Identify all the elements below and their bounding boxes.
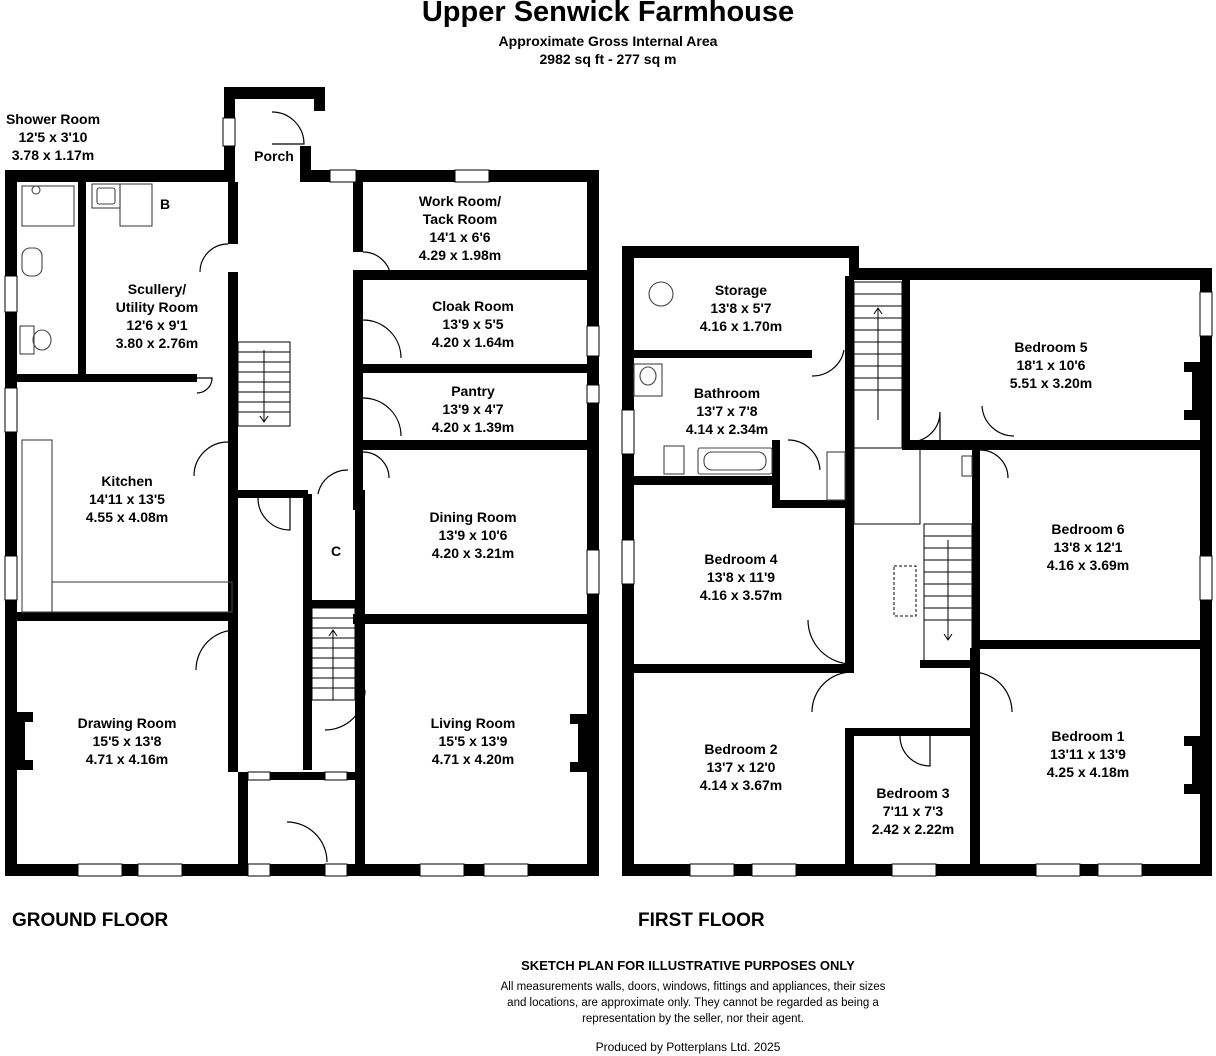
kitchen-bottom-wall bbox=[17, 612, 238, 621]
shower-scullery-divider bbox=[78, 182, 86, 378]
room-label-bedroom-3: Bedroom 3 7'11 x 7'3 2.42 x 2.22m bbox=[871, 785, 955, 837]
room-label-storage: Storage 13'8 x 5'7 4.16 x 1.70m bbox=[699, 282, 783, 334]
fireplaces bbox=[17, 362, 1200, 794]
kitchen-worktop-icon bbox=[21, 439, 53, 613]
shower-tray-icon bbox=[21, 185, 75, 227]
room-label-work-room: Work Room/ Tack Room 14'1 x 6'6 4.29 x 1… bbox=[418, 193, 502, 263]
vestibule-top-wall bbox=[238, 772, 358, 780]
bedroom3-top-wall bbox=[845, 728, 980, 736]
storage-bottom-wall bbox=[634, 350, 812, 358]
bathroom-toilet-icon bbox=[663, 445, 685, 475]
room-label-bedroom-6: Bedroom 6 13'8 x 12'1 4.16 x 3.69m bbox=[1046, 521, 1130, 573]
room-label-drawing-room: Drawing Room 15'5 x 13'8 4.71 x 4.16m bbox=[77, 715, 177, 767]
bedroom4-bottom-wall bbox=[634, 664, 854, 673]
room-label-porch: Porch bbox=[254, 148, 294, 164]
gf-outer-wall-top-left bbox=[5, 170, 235, 182]
room-label-bathroom: Bathroom 13'7 x 7'8 4.14 x 2.34m bbox=[685, 385, 769, 437]
room-label-shower-room: Shower Room 12'5 x 3'10 3.78 x 1.17m bbox=[5, 111, 101, 163]
room-label-bedroom-1: Bedroom 1 13'11 x 13'9 4.25 x 4.18m bbox=[1046, 728, 1130, 780]
toilet-icon bbox=[32, 329, 52, 351]
ground-floor-label: GROUND FLOOR bbox=[12, 910, 169, 931]
room-label-kitchen: Kitchen 14'11 x 13'5 4.55 x 4.08m bbox=[85, 473, 169, 525]
sketch-plan-notice: SKETCH PLAN FOR ILLUSTRATIVE PURPOSES ON… bbox=[521, 958, 855, 973]
bedroom1-left-wall bbox=[970, 648, 980, 876]
room-label-living-room: Living Room 15'5 x 13'9 4.71 x 4.20m bbox=[430, 715, 516, 767]
gf-outer-wall-right bbox=[587, 170, 599, 876]
storage-right-wall bbox=[845, 276, 854, 466]
plan-subtitle-area-value: 2982 sq ft - 277 sq m bbox=[539, 51, 677, 67]
room-label-dining-room: Dining Room 13'9 x 10'6 4.20 x 3.21m bbox=[429, 509, 517, 561]
porch-wall-top bbox=[224, 87, 325, 99]
shower-room-bottom-wall bbox=[17, 374, 197, 382]
fixtures bbox=[19, 183, 973, 613]
ff-outer-wall-top-left bbox=[622, 246, 859, 258]
ff-outer-wall-top-right bbox=[849, 268, 1212, 280]
boiler-marker: B bbox=[159, 196, 171, 212]
gf-outer-wall-left bbox=[5, 170, 17, 876]
windows bbox=[4, 117, 1213, 877]
hall-wall-left-upper bbox=[228, 182, 238, 244]
storage-tank-icon bbox=[648, 281, 674, 307]
toilet-cistern-icon bbox=[19, 325, 35, 355]
basin-icon bbox=[21, 247, 43, 277]
measurement-disclaimer: All measurements walls, doors, windows, … bbox=[500, 981, 886, 1025]
cloakroom-bottom-wall bbox=[353, 364, 587, 373]
bath-icon bbox=[697, 447, 773, 475]
room-label-bedroom-2: Bedroom 2 13'7 x 12'0 4.14 x 3.67m bbox=[699, 741, 783, 793]
bedroom6-bottom-wall bbox=[972, 640, 1200, 649]
door-swings bbox=[193, 111, 1015, 863]
cupboard-wall-left bbox=[303, 494, 312, 770]
living-wall-left bbox=[355, 490, 365, 876]
workroom-bottom-wall bbox=[353, 270, 587, 280]
landing-wall-left bbox=[845, 445, 854, 665]
first-floor-label: FIRST FLOOR bbox=[638, 910, 765, 931]
room-label-bedroom-5: Bedroom 5 18'1 x 10'6 5.51 x 3.20m bbox=[1009, 339, 1093, 391]
plan-subtitle-area-label: Approximate Gross Internal Area bbox=[498, 33, 718, 49]
bathroom-bottom-wall bbox=[634, 476, 774, 485]
pantry-bottom-wall bbox=[353, 440, 587, 450]
dining-bottom-wall bbox=[353, 614, 587, 624]
plan-title: Upper Senwick Farmhouse bbox=[421, 0, 795, 28]
bedroom5-left-wall bbox=[902, 280, 910, 442]
room-label-scullery: Scullery/ Utility Room 12'6 x 9'1 3.80 x… bbox=[115, 281, 199, 351]
bathroom-basin-icon bbox=[633, 363, 663, 397]
producer-credit: Produced by Potterplans Ltd. 2025 bbox=[595, 1040, 781, 1054]
stairs bbox=[237, 281, 973, 701]
gf-outer-wall-top-right bbox=[300, 170, 599, 182]
room-label-bedroom-4: Bedroom 4 13'8 x 11'9 4.16 x 3.57m bbox=[699, 551, 783, 603]
hall-wall-right bbox=[353, 182, 363, 252]
room-label-pantry: Pantry 13'9 x 4'7 4.20 x 1.39m bbox=[431, 383, 515, 435]
cupboard-marker: C bbox=[330, 543, 342, 559]
bedroom6-left-wall bbox=[972, 450, 980, 668]
room-label-cloak-room: Cloak Room 13'9 x 5'5 4.20 x 1.64m bbox=[431, 298, 515, 350]
bedroom5-bottom-wall bbox=[902, 440, 1200, 450]
